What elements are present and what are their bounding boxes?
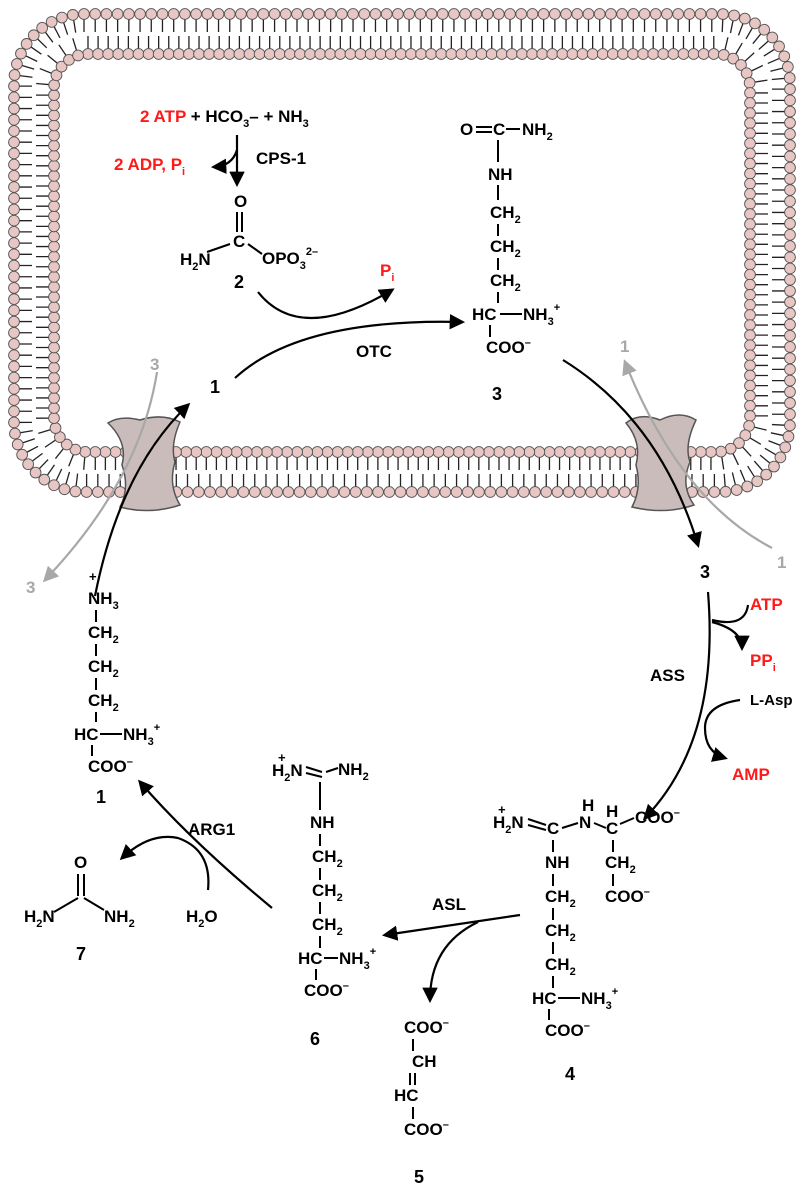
svg-text:CH2: CH2 bbox=[88, 623, 119, 646]
svg-text:CH2: CH2 bbox=[545, 921, 576, 944]
citrulline-outside-number: 3 bbox=[700, 562, 710, 582]
svg-text:HC: HC bbox=[298, 949, 323, 968]
svg-text:H2N: H2N bbox=[493, 813, 524, 836]
ornithine-structure: + NH3 CH2 CH2 CH2 HC NH3+ COO– 1 bbox=[74, 569, 160, 807]
svg-text:O: O bbox=[74, 853, 87, 872]
svg-text:H2N: H2N bbox=[24, 907, 55, 930]
ass-amp: AMP bbox=[732, 765, 770, 784]
svg-text:+: + bbox=[89, 569, 97, 584]
fumarate-number: 5 bbox=[414, 1167, 424, 1187]
left-bottom-citrulline: 3 bbox=[26, 578, 35, 597]
right-top-ornithine: 1 bbox=[620, 337, 629, 356]
svg-text:NH2: NH2 bbox=[522, 120, 553, 143]
cp-amine: H2N bbox=[180, 250, 211, 273]
svg-text:C: C bbox=[606, 819, 618, 838]
svg-text:COO–: COO– bbox=[486, 337, 531, 357]
cps1-reaction: 2 ATP + HCO3– + NH3 2 ADP, Pi CPS-1 O C … bbox=[114, 107, 318, 292]
svg-text:HC: HC bbox=[532, 989, 557, 1008]
svg-text:COO–: COO– bbox=[404, 1119, 449, 1139]
arginine-number: 6 bbox=[310, 1029, 320, 1049]
svg-text:CH2: CH2 bbox=[312, 881, 343, 904]
svg-text:N: N bbox=[579, 813, 591, 832]
svg-text:COO–: COO– bbox=[545, 1020, 590, 1040]
svg-text:NH2: NH2 bbox=[338, 760, 369, 783]
svg-text:NH3+: NH3+ bbox=[339, 946, 376, 972]
svg-text:CH2: CH2 bbox=[88, 691, 119, 714]
compound-2-number: 2 bbox=[234, 272, 244, 292]
arg1-reaction: ARG1 H2O bbox=[122, 782, 272, 930]
asl-reaction: ASL bbox=[385, 895, 520, 1000]
svg-text:CH2: CH2 bbox=[312, 847, 343, 870]
arg1-enzyme: ARG1 bbox=[188, 820, 235, 839]
svg-text:C: C bbox=[547, 819, 559, 838]
argininosuccinate-number: 4 bbox=[565, 1064, 575, 1084]
water-label: H2O bbox=[186, 907, 218, 930]
urea-number: 7 bbox=[76, 944, 86, 964]
urea-structure: O H2N NH2 7 bbox=[24, 853, 135, 964]
cps1-enzyme: CPS-1 bbox=[256, 149, 306, 168]
adp-pi-label: 2 ADP, Pi bbox=[114, 155, 185, 178]
svg-text:NH3+: NH3+ bbox=[123, 722, 160, 748]
svg-text:HC: HC bbox=[394, 1086, 419, 1105]
cp-phosphate: OPO32– bbox=[262, 246, 318, 272]
svg-text:CH2: CH2 bbox=[545, 887, 576, 910]
svg-text:NH: NH bbox=[310, 813, 335, 832]
svg-text:COO–: COO– bbox=[605, 886, 650, 906]
atp-label: 2 ATP + HCO3– + NH3 bbox=[140, 107, 309, 130]
pi-label: Pi bbox=[380, 261, 394, 284]
svg-text:NH: NH bbox=[545, 853, 570, 872]
svg-text:CH2: CH2 bbox=[88, 657, 119, 680]
svg-text:CH2: CH2 bbox=[490, 203, 521, 226]
arginine-structure: + H2N NH2 NH CH2 CH2 CH2 HC NH3+ COO– 6 bbox=[272, 750, 376, 1049]
right-transporter bbox=[626, 415, 696, 511]
citrulline-inside-number: 3 bbox=[492, 384, 502, 404]
otc-enzyme: OTC bbox=[356, 342, 392, 361]
ass-reaction: ATP PPi ASS L-Asp AMP bbox=[645, 592, 793, 818]
svg-text:C: C bbox=[493, 120, 505, 139]
svg-text:COO–: COO– bbox=[304, 980, 349, 1000]
svg-text:H2N: H2N bbox=[272, 761, 303, 784]
left-top-citrulline: 3 bbox=[150, 355, 159, 374]
svg-text:CH2: CH2 bbox=[545, 955, 576, 978]
svg-text:COO–: COO– bbox=[635, 807, 680, 827]
ass-enzyme: ASS bbox=[650, 666, 685, 685]
ornithine-number: 1 bbox=[96, 787, 106, 807]
citrulline-structure: O C NH2 NH CH2 CH2 CH2 HC NH3+ COO– bbox=[460, 120, 560, 357]
asp-label: L-Asp bbox=[750, 692, 793, 709]
svg-text:COO–: COO– bbox=[404, 1017, 449, 1037]
svg-text:CH2: CH2 bbox=[490, 237, 521, 260]
cp-carbon: C bbox=[233, 232, 245, 251]
svg-text:NH3+: NH3+ bbox=[523, 302, 560, 328]
argininosuccinate-structure: + H2N C N H H C COO– CH2 COO– NH CH2 CH2… bbox=[493, 796, 680, 1084]
svg-text:HC: HC bbox=[74, 725, 99, 744]
svg-text:H: H bbox=[582, 796, 594, 815]
cp-oxygen: O bbox=[234, 192, 247, 211]
svg-text:NH2: NH2 bbox=[104, 907, 135, 930]
svg-text:NH3+: NH3+ bbox=[581, 986, 618, 1012]
svg-text:CH2: CH2 bbox=[605, 853, 636, 876]
svg-text:NH: NH bbox=[488, 165, 513, 184]
ornithine-inside-number: 1 bbox=[210, 377, 220, 397]
ass-atp: ATP bbox=[750, 595, 783, 614]
svg-text:CH2: CH2 bbox=[312, 915, 343, 938]
asl-enzyme: ASL bbox=[432, 895, 466, 914]
svg-text:COO–: COO– bbox=[88, 756, 133, 776]
fumarate-structure: COO– CH HC COO– 5 bbox=[394, 1017, 449, 1187]
ass-ppi: PPi bbox=[750, 651, 776, 674]
svg-text:HC: HC bbox=[472, 305, 497, 324]
otc-reaction: Pi OTC 1 3 bbox=[210, 261, 502, 404]
svg-text:O: O bbox=[460, 120, 473, 139]
svg-text:CH2: CH2 bbox=[490, 271, 521, 294]
svg-text:NH3: NH3 bbox=[88, 589, 119, 612]
right-bottom-ornithine: 1 bbox=[777, 553, 786, 572]
svg-text:CH: CH bbox=[412, 1052, 437, 1071]
